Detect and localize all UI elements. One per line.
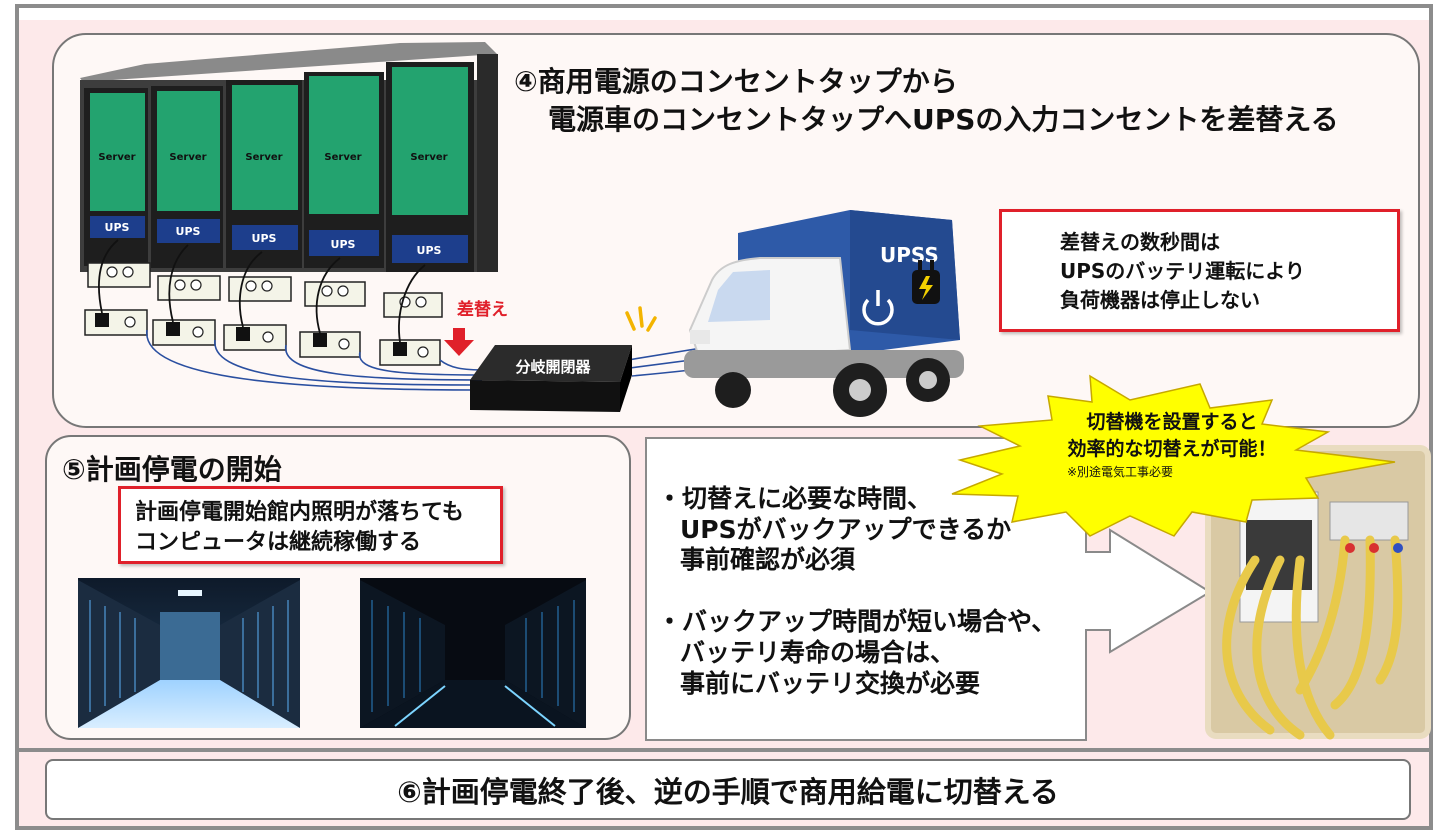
bullet-1-line-1: ・切替えに必要な時間、: [657, 484, 933, 513]
top-strip: [19, 8, 1429, 20]
swap-label: 差替え: [457, 299, 508, 320]
burst-line-3: ※別途電気工事必要: [1067, 464, 1173, 479]
switch-label: 分岐開閉器: [515, 358, 591, 376]
bullet-1-line-2: UPSがバックアップできるか: [680, 515, 1012, 544]
distribution-switch: 分岐開閉器: [470, 345, 632, 412]
ups-cords: [98, 239, 426, 343]
cabinet-3: Server UPS: [226, 80, 302, 268]
ups-battery-note: 差替えの数秒間は UPSのバッテリ運転により 負荷機器は停止しない: [999, 209, 1400, 332]
power-truck: UPSS: [684, 210, 964, 417]
burst-line-1: 切替機を設置すると: [1086, 410, 1257, 433]
truck-label: UPSS: [880, 243, 939, 267]
lower-outlet-strips: [84, 309, 441, 366]
step4-title-line1: ④商用電源のコンセントタップから: [514, 65, 958, 98]
server-label: Server: [98, 152, 135, 163]
yellow-burst: [951, 374, 1396, 537]
attention-rays: [625, 306, 657, 332]
cabinet-2: Server UPS: [151, 86, 223, 268]
lower-plugs: [95, 313, 407, 356]
outage-note: 計画停電開始館内照明が落ちても コンピュータは継続稼働する: [118, 486, 503, 564]
server-label: Server: [410, 152, 447, 163]
step6-banner: ⑥計画停電終了後、逆の手順で商用給電に切替える: [45, 759, 1411, 820]
ups-label: UPS: [176, 225, 201, 238]
outage-note-line-1: 計画停電開始館内照明が落ちても: [135, 500, 464, 525]
lit-datacenter-photo: [78, 578, 300, 728]
swap-arrow: [444, 328, 474, 356]
power-icon: [862, 298, 894, 326]
ups-label: UPS: [331, 238, 356, 251]
note-line-1: 差替えの数秒間は: [1060, 230, 1220, 254]
step4-title-line2: 電源車のコンセントタップへUPSの入力コンセントを差替える: [548, 103, 1339, 136]
rack-top-edge: [80, 42, 497, 82]
step6-text: ⑥計画停電終了後、逆の手順で商用給電に切替える: [397, 774, 1059, 809]
lower-outlet-sockets: [124, 316, 429, 358]
section-divider: [19, 748, 1429, 752]
truck-wheel: [715, 372, 751, 408]
transfer-switch-photo: [1205, 445, 1431, 740]
ups-label: UPS: [417, 244, 442, 257]
ups-label: UPS: [252, 232, 277, 245]
bullet-2-line-2: バッテリ寿命の場合は、: [680, 638, 956, 667]
note-line-2: UPSのバッテリ運転により: [1060, 259, 1305, 283]
upper-outlet-sockets: [106, 266, 427, 308]
bullet-2-line-1: ・バックアップ時間が短い場合や、: [657, 607, 1057, 636]
outage-note-line-2: コンピュータは継続稼働する: [135, 530, 422, 555]
cabinet-5: Server UPS: [386, 62, 474, 272]
server-label: Server: [324, 152, 361, 163]
bullet-1-line-3: 事前確認が必須: [680, 545, 856, 574]
server-label: Server: [169, 152, 206, 163]
server-label: Server: [245, 152, 282, 163]
step5-title: ⑤計画停電の開始: [62, 453, 282, 486]
ups-label: UPS: [105, 221, 130, 234]
dark-datacenter-photo: [360, 578, 586, 728]
note-line-3: 負荷機器は停止しない: [1060, 288, 1260, 312]
bullet-2-line-3: 事前にバッテリ交換が必要: [680, 669, 981, 698]
truck-bumper: [684, 350, 964, 378]
cabinet-1: Server UPS: [84, 88, 148, 266]
rack-side: [477, 54, 498, 272]
burst-line-2: 効率的な切替えが可能！: [1067, 437, 1276, 460]
cabinet-4: Server UPS: [304, 72, 384, 268]
